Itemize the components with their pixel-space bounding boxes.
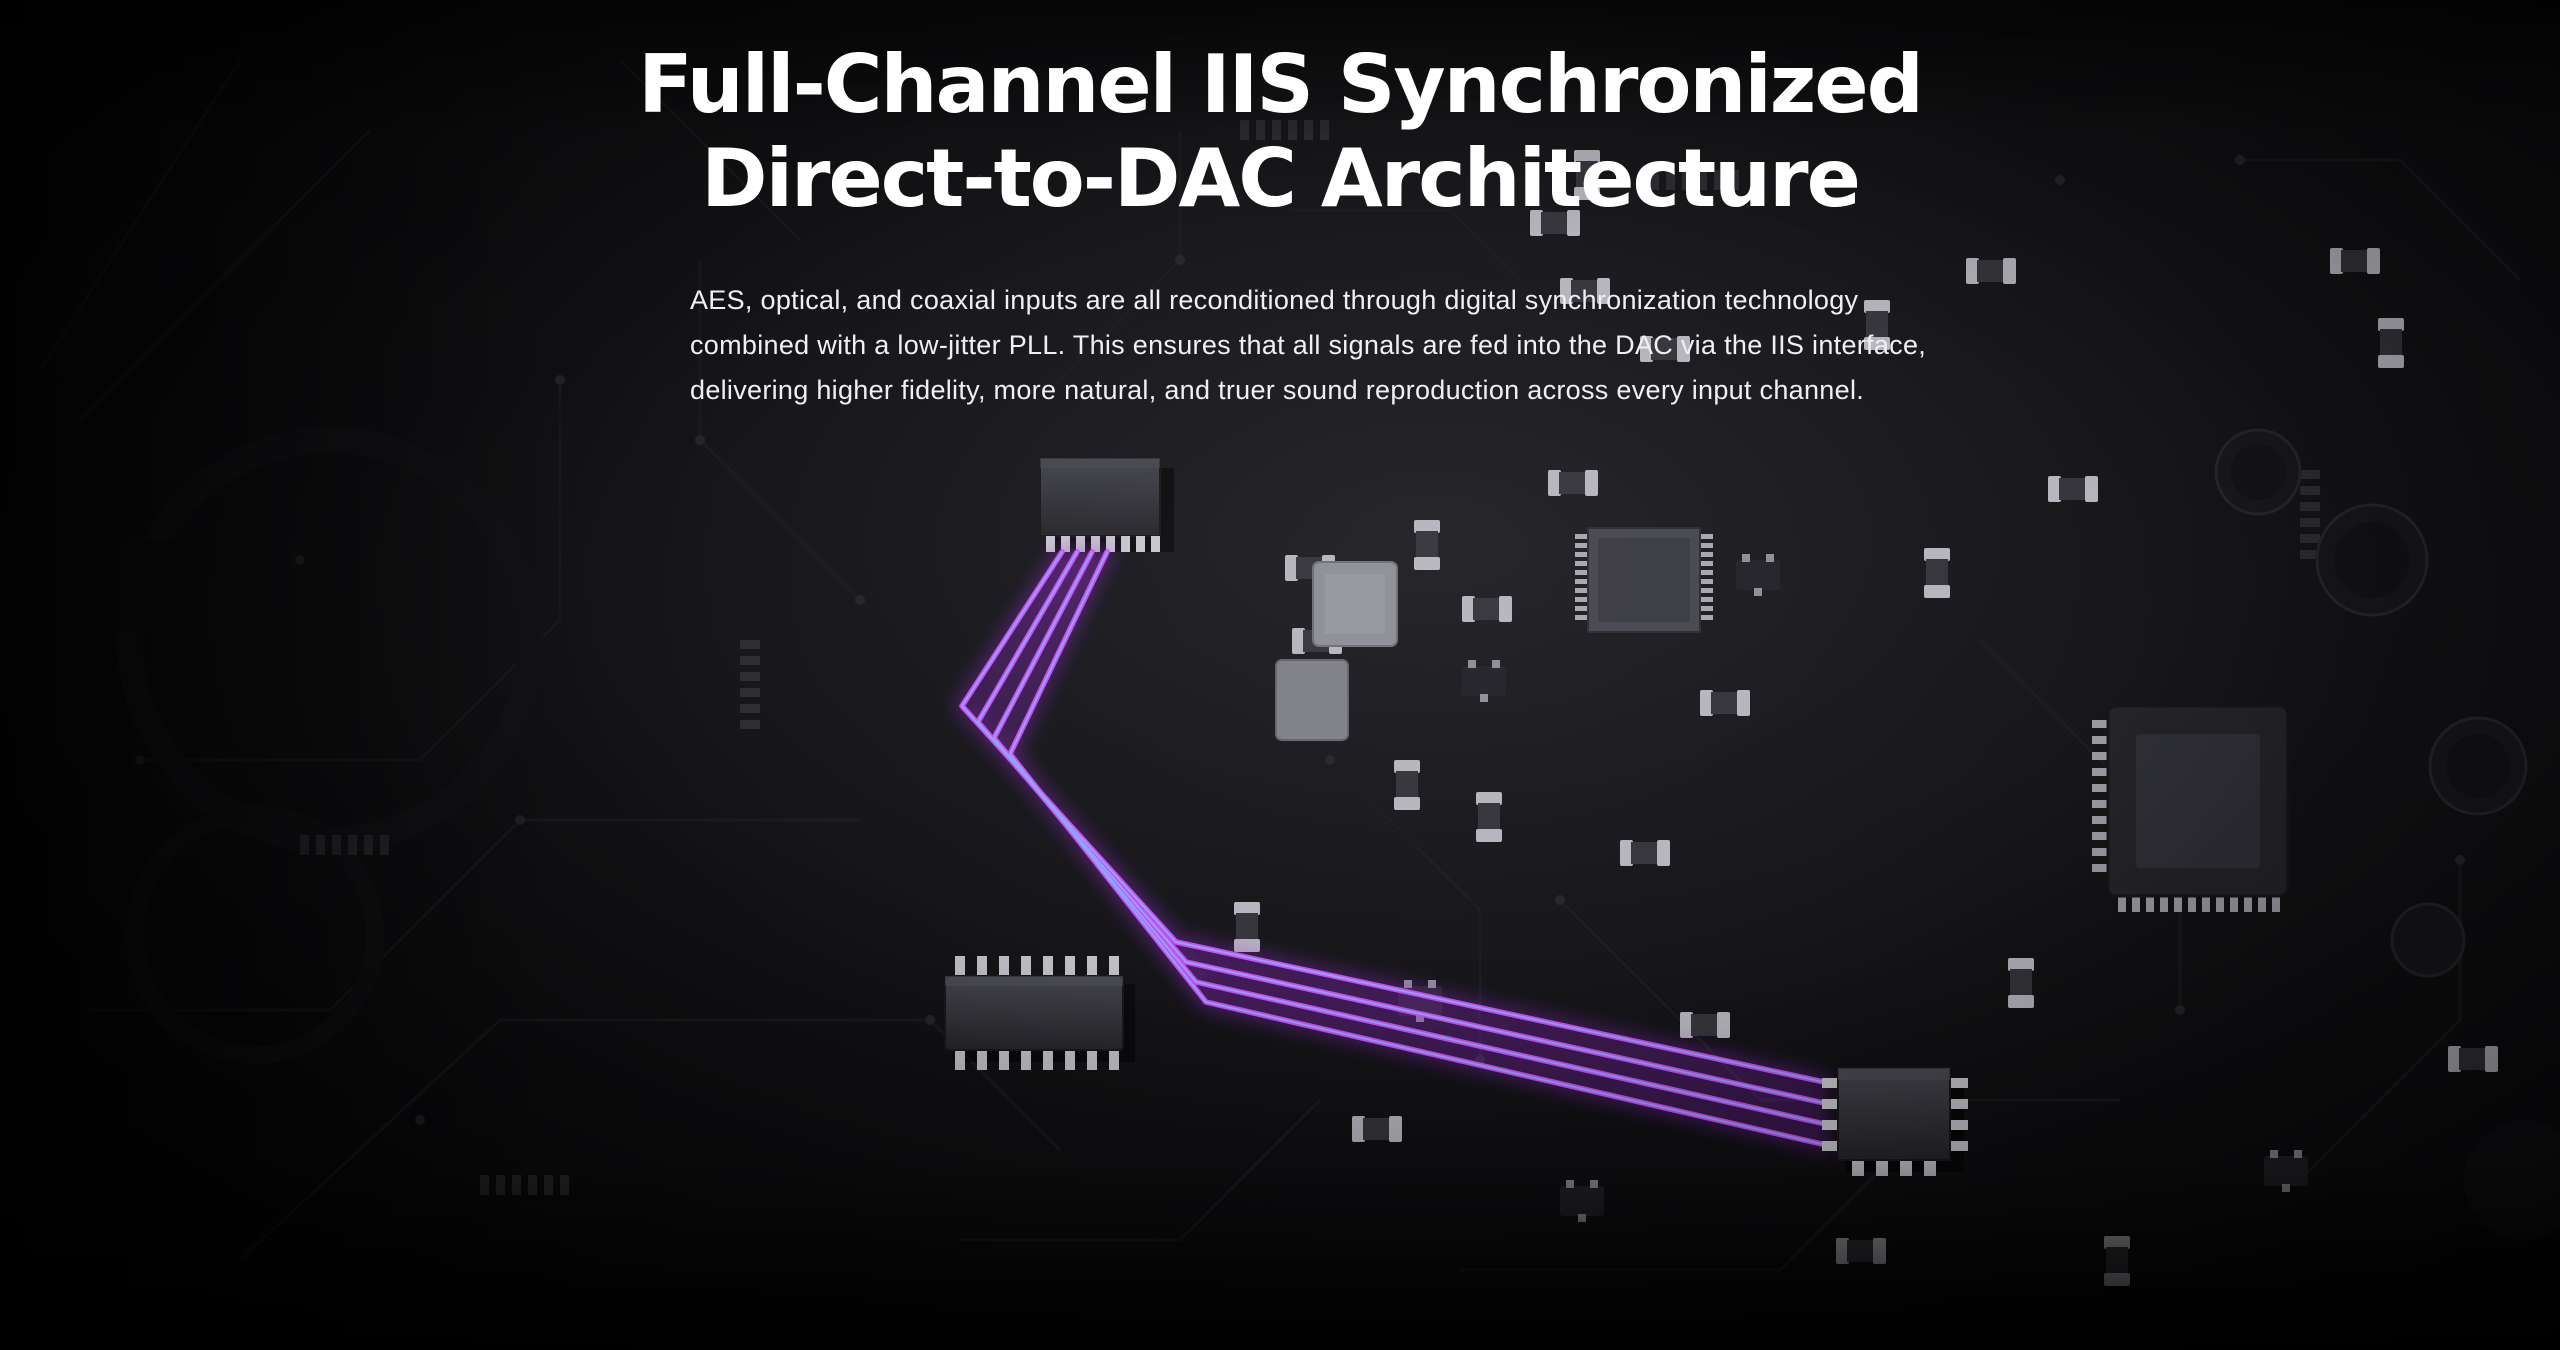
title-line-2: Direct-to-DAC Architecture (701, 132, 1861, 226)
title-line-1: Full-Channel IIS Synchronized (638, 38, 1924, 131)
section-title: Full-Channel IIS Synchronized Direct-to-… (0, 38, 2560, 227)
section-description: AES, optical, and coaxial inputs are all… (690, 285, 1927, 405)
